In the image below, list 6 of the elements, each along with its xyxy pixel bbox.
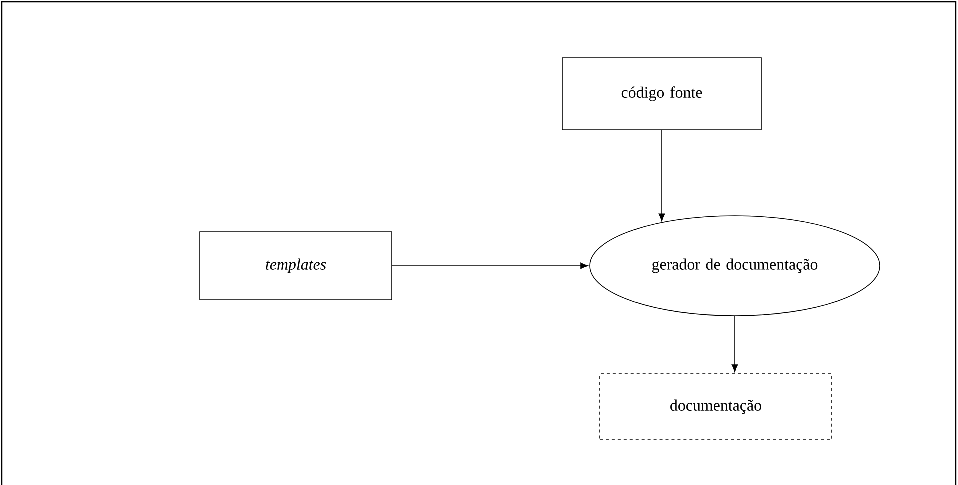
process-box: templates <box>200 232 392 300</box>
output-box: documentação <box>600 374 832 440</box>
arrow <box>732 316 738 372</box>
process-box: código fonte <box>562 58 762 130</box>
arrow <box>392 262 588 270</box>
arrow <box>658 130 666 222</box>
